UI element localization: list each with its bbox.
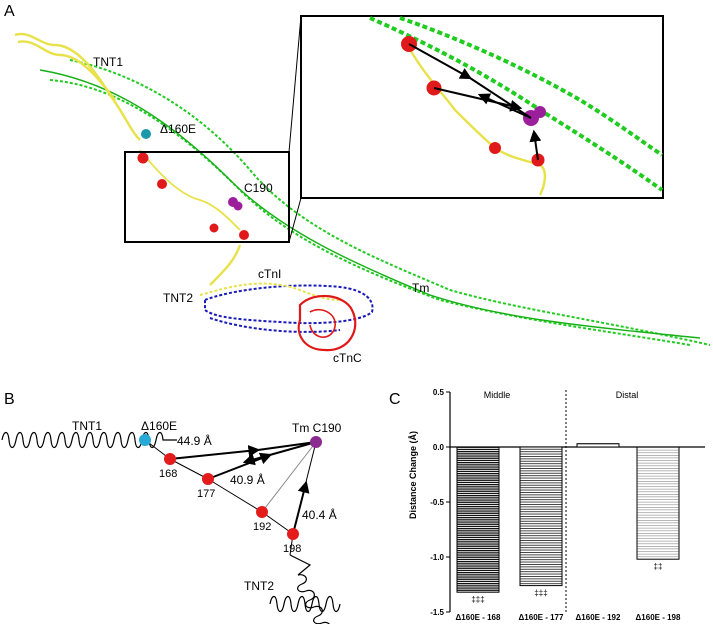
panel-b-label-tm-c190: Tm C190 (292, 421, 342, 435)
tnt1-strand (14, 32, 241, 231)
group-label-middle: Middle (484, 390, 511, 400)
residue-sphere (239, 230, 249, 240)
tm-helix-strand-1 (69, 59, 711, 346)
tnt2-stalk (209, 244, 242, 286)
panel-a-label-ctnc: cTnC (333, 351, 362, 365)
ctnc-blob (297, 294, 357, 352)
distance-label-198: 40.4 Å (302, 507, 337, 522)
zoom-line-bottom (288, 197, 302, 243)
node-c190 (310, 436, 322, 448)
group-label-distal: Distal (616, 390, 639, 400)
y-tick-label: -0.5 (430, 498, 444, 507)
arrow-168-c190 (169, 445, 261, 460)
inset-arrow-177b (433, 87, 523, 112)
bar (636, 446, 680, 560)
residue-label-198: 198 (283, 543, 301, 555)
panel-a-label-tm: Tm (412, 281, 429, 295)
tm-helix-strand-2 (49, 79, 691, 346)
zoom-line-top (288, 15, 302, 153)
panel-a-label-ctni: cTnI (258, 267, 281, 281)
node-192 (256, 506, 268, 518)
arrow-177-c190 (207, 452, 273, 480)
panel-a-residues (137, 129, 249, 240)
panel-b: B TNT1 Δ160E Tm C190 44.9 Å 40.9 Å (1, 391, 342, 624)
panel-b-label-d160e: Δ160E (141, 419, 177, 433)
ctni-helix (204, 284, 374, 325)
arrow-c190-177 (242, 441, 317, 466)
arrow-198-c190 (292, 480, 310, 535)
residue-sphere (137, 152, 149, 164)
ctni-helix-2 (209, 317, 341, 333)
inset-residue-192 (489, 142, 501, 154)
inset-c190-sphere-2 (534, 106, 546, 118)
zoom-inset-frame (300, 15, 664, 199)
residue-label-168: 168 (159, 468, 177, 480)
panel-b-label-tnt1: TNT1 (72, 419, 102, 433)
panel-b-letter: B (4, 391, 15, 408)
node-198 (287, 528, 299, 540)
c190-sphere (233, 201, 243, 211)
node-168 (164, 453, 176, 465)
x-tick-label: Δ160E - 198 (636, 613, 681, 622)
panel-a-label-c190: C190 (244, 181, 273, 195)
y-tick-label: -1.0 (430, 553, 444, 562)
tropomyosin-helix (39, 59, 711, 346)
inset-arrow-177 (477, 93, 532, 119)
distance-label-177: 40.9 Å (230, 472, 265, 487)
x-tick-label: Δ160E - 192 (576, 613, 621, 622)
tnt2-coil (297, 574, 330, 624)
distance-label-168: 44.9 Å (177, 433, 212, 448)
panel-a-label-tnt1: TNT1 (93, 55, 123, 69)
y-axis-label: Distance Change (Å) (408, 431, 418, 519)
ctnc-blob-2 (309, 308, 336, 338)
inset-arrow-198 (529, 129, 542, 161)
y-tick-label: -1.5 (430, 608, 444, 617)
bar (519, 446, 563, 587)
thin-link-192-c190 (261, 441, 317, 513)
y-tick-label: 0.0 (433, 443, 445, 452)
tnt1-coil (1, 431, 177, 449)
node-177 (202, 473, 214, 485)
node-d160e (139, 434, 151, 446)
chart-bars (456, 443, 680, 593)
tm-helix-strand-3 (39, 69, 701, 339)
tnt2-coil-tail (269, 595, 341, 613)
x-tick-label: Δ160E - 177 (519, 613, 564, 622)
panel-c: C Distance Change (Å) 0.5 0.0 -0.5 -1.0 -1.5… (389, 388, 705, 622)
residue-sphere (157, 179, 167, 189)
significance-marker: ‡‡ (654, 562, 663, 571)
bar (576, 443, 620, 448)
zoom-inset (300, 15, 664, 199)
y-tick-label: 0.5 (433, 388, 445, 397)
inset-tm-helix-2 (399, 16, 664, 157)
inset-arrow-168 (408, 43, 473, 80)
panel-c-letter: C (389, 391, 401, 408)
panel-b-label-tnt2: TNT2 (244, 579, 274, 593)
regulatory-complex (199, 244, 374, 352)
residue-label-177: 177 (197, 488, 215, 500)
significance-marker: ‡‡‡ (471, 595, 484, 604)
significance-marker: ‡‡‡ (534, 589, 547, 598)
tnt2-linker (289, 554, 312, 576)
d160e-sphere (141, 129, 151, 139)
panel-a: A (4, 3, 711, 365)
panel-a-label-tnt2: TNT2 (163, 291, 193, 305)
x-tick-label: Δ160E - 168 (456, 613, 501, 622)
panel-a-label-d160e: Δ160E (160, 122, 196, 136)
tnt2-helix (199, 282, 341, 301)
arrow-c190-168 (257, 441, 317, 451)
selection-box (124, 151, 290, 243)
bar (456, 446, 500, 593)
panel-a-letter: A (4, 3, 15, 20)
residue-sphere (209, 223, 219, 233)
residue-label-192: 192 (253, 521, 271, 533)
